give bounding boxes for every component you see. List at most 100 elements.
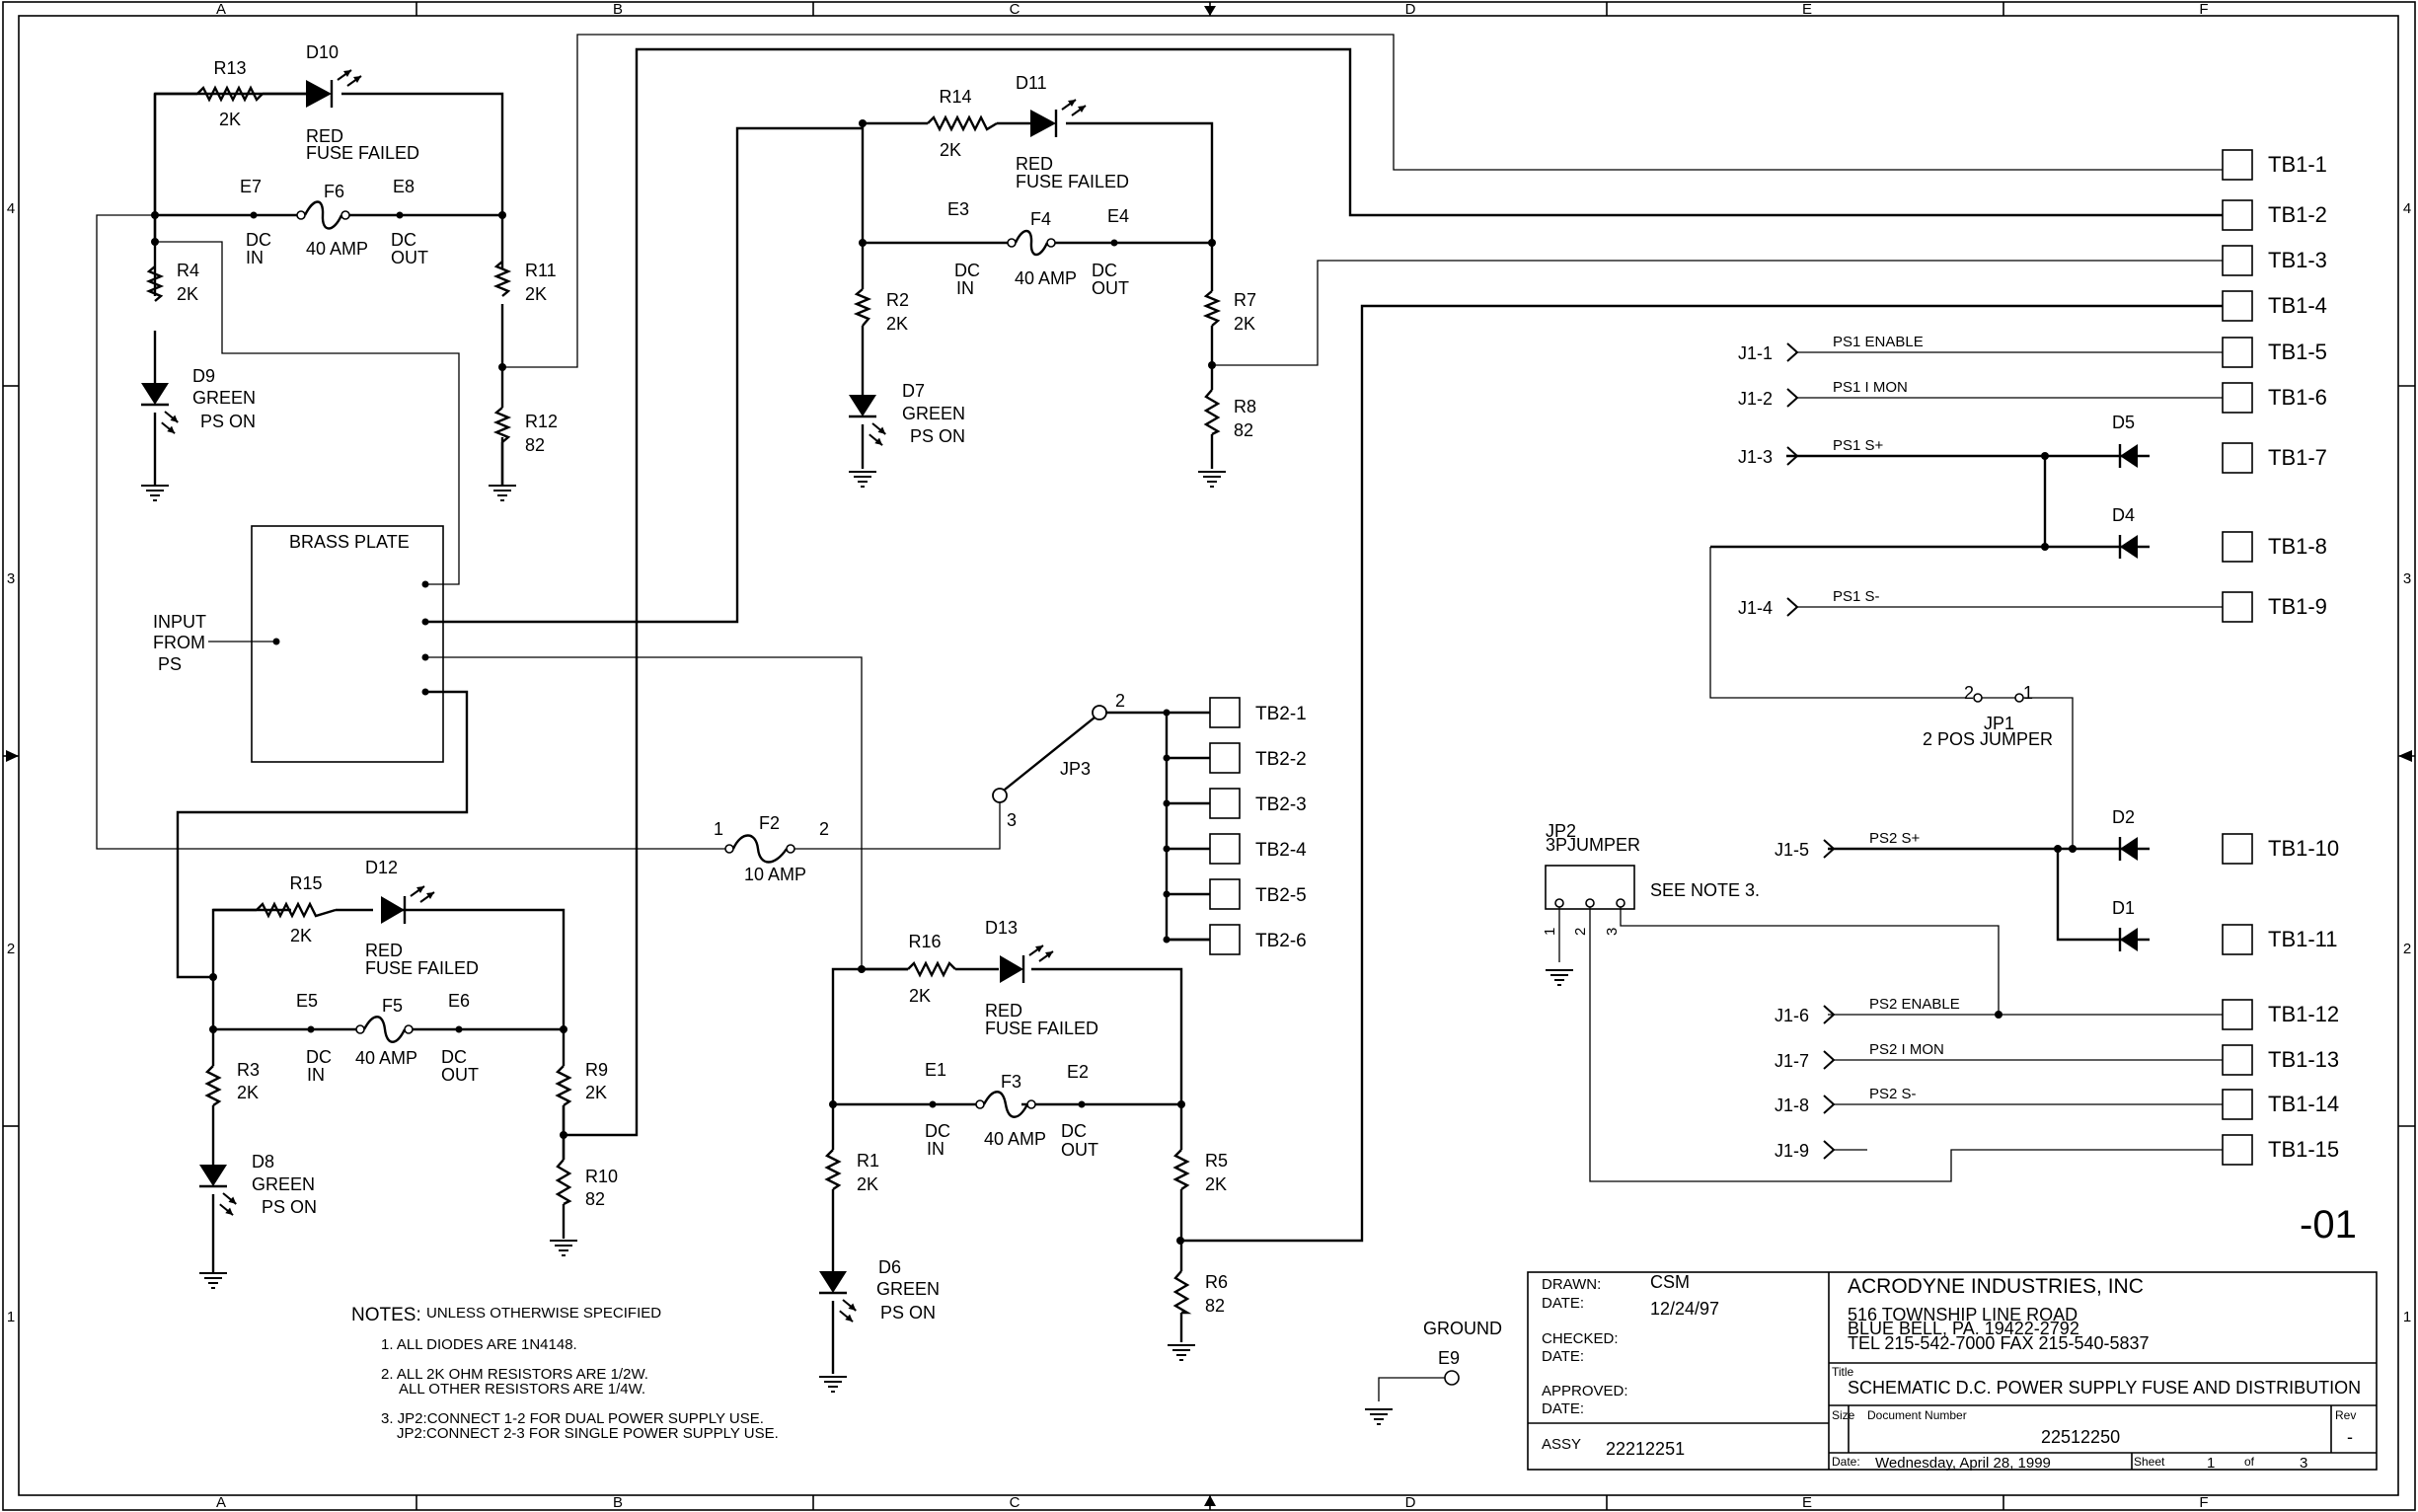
d11-ref: D11 [1016, 73, 1047, 93]
ground-e9: GROUND E9 [1364, 1319, 1502, 1425]
f5-dc-out-2: OUT [441, 1065, 479, 1085]
resistor-r9 [555, 1065, 572, 1106]
address-line1: 516 TOWNSHIP LINE ROAD [1848, 1305, 2078, 1324]
row-3-right: 3 [2403, 570, 2411, 587]
f2-pin2: 2 [819, 819, 829, 839]
tb1-terminal [2222, 1134, 2253, 1166]
row-2-right: 2 [2403, 941, 2411, 957]
tb1-terminal [2222, 245, 2253, 276]
f6-dc-out-1: DC [391, 230, 416, 250]
d5-ref: D5 [2112, 413, 2135, 432]
tb1-terminal [2222, 591, 2253, 623]
approved-date-label: DATE: [1542, 1400, 1584, 1417]
r10-ref: R10 [585, 1167, 618, 1186]
f6-value: 40 AMP [306, 239, 368, 259]
tb2-terminal [1209, 742, 1241, 774]
sheet-number: 1 [2207, 1455, 2215, 1472]
d13-line2: FUSE FAILED [985, 1019, 1098, 1038]
tb1-terminal [2222, 1089, 2253, 1120]
r12-value: 82 [525, 435, 545, 455]
e1-label: E1 [925, 1060, 946, 1080]
f4-dc-out-2: OUT [1092, 278, 1129, 298]
note-1: 1. ALL DIODES ARE 1N4148. [381, 1336, 577, 1353]
d8-ref: D8 [252, 1152, 274, 1172]
jp2-note: SEE NOTE 3. [1650, 880, 1760, 900]
tb1-terminal-label: TB1-7 [2268, 445, 2327, 470]
jp3-pin3 [992, 788, 1008, 803]
j1-pin-label: J1-9 [1775, 1141, 1809, 1161]
date-label: DATE: [1542, 1295, 1584, 1312]
r13-value: 2K [219, 110, 241, 129]
r16-value: 2K [909, 986, 931, 1006]
e6-label: E6 [448, 991, 470, 1011]
f4-dc-in-1: DC [954, 261, 980, 280]
jp3-pin3-label: 3 [1007, 810, 1017, 830]
checked-date-label: DATE: [1542, 1348, 1584, 1365]
tb1-terminal-label: TB1-4 [2268, 293, 2327, 318]
f4-dc-out-1: DC [1092, 261, 1117, 280]
company-name: ACRODYNE INDUSTRIES, INC [1848, 1275, 2144, 1298]
led-d6 [819, 1271, 860, 1325]
r15-value: 2K [290, 926, 312, 945]
diode-d1 [2118, 928, 2138, 951]
d10-line1: RED [306, 126, 343, 146]
jp1-desc: 2 POS JUMPER [1923, 729, 2053, 749]
tb2-terminal-label: TB2-6 [1255, 931, 1307, 951]
col-F-bottom: F [2199, 1494, 2208, 1511]
fuse-f2 [724, 834, 795, 864]
d8-line1: GREEN [252, 1174, 315, 1194]
resistor-r10 [555, 1159, 572, 1206]
f6-dc-in-1: DC [246, 230, 271, 250]
r11-value: 2K [525, 284, 547, 304]
f2-ref: F2 [759, 813, 780, 833]
tb1-terminal-label: TB1-8 [2268, 534, 2327, 559]
f5-value: 40 AMP [355, 1048, 417, 1068]
d9-line2: PS ON [200, 412, 256, 431]
jp3-pin2 [1092, 705, 1107, 720]
j1-pin-label: J1-2 [1738, 389, 1773, 409]
col-B-top: B [613, 1, 623, 18]
tb1-terminal [2222, 999, 2253, 1030]
note-2b: ALL OTHER RESISTORS ARE 1/4W. [399, 1381, 645, 1398]
col-B-bottom: B [613, 1494, 623, 1511]
j1-pin-label: J1-7 [1775, 1051, 1809, 1071]
e9-label: E9 [1438, 1348, 1460, 1368]
d8-line2: PS ON [262, 1197, 317, 1217]
resistor-r15 [256, 901, 337, 919]
phone-line: TEL 215-542-7000 FAX 215-540-5837 [1848, 1333, 2150, 1353]
tb1-terminal-label: TB1-15 [2268, 1137, 2339, 1162]
r10-value: 82 [585, 1189, 605, 1209]
f5-dc-in-2: IN [307, 1065, 325, 1085]
r8-value: 82 [1234, 420, 1253, 440]
d2-ref: D2 [2112, 807, 2135, 827]
tb1-terminal [2222, 924, 2253, 955]
row-3-left: 3 [7, 570, 15, 587]
tb1-terminal-label: TB1-12 [2268, 1002, 2339, 1026]
d11-line2: FUSE FAILED [1016, 172, 1129, 191]
d10-ref: D10 [306, 42, 339, 62]
r14-ref: R14 [939, 87, 971, 107]
resistor-r1 [824, 1149, 842, 1190]
tb2-terminal-label: TB2-4 [1255, 840, 1307, 861]
input-label-3: PS [158, 654, 182, 674]
diode-d2 [2118, 837, 2138, 861]
j1-signal-label: PS2 I MON [1869, 1041, 1944, 1058]
f2-pin1: 1 [714, 819, 723, 839]
tb1-terminal [2222, 382, 2253, 414]
r3-ref: R3 [237, 1060, 260, 1080]
j1-pin-label: J1-1 [1738, 343, 1773, 363]
f4-value: 40 AMP [1015, 268, 1077, 288]
brass-plate-label: BRASS PLATE [289, 532, 410, 552]
led-d10 [306, 69, 362, 108]
jp1-pin2-label: 2 [1964, 683, 1974, 703]
j1-pin-label: J1-5 [1775, 840, 1809, 860]
f5-dc-out-1: DC [441, 1047, 467, 1067]
resistor-r7 [1202, 290, 1222, 327]
resistor-r6 [1172, 1270, 1192, 1315]
led-d9 [141, 383, 182, 437]
r8-ref: R8 [1234, 397, 1256, 416]
f5-dc-in-1: DC [306, 1047, 332, 1067]
notes-subheading: UNLESS OTHERWISE SPECIFIED [426, 1305, 661, 1322]
tb1-terminal [2222, 531, 2253, 563]
